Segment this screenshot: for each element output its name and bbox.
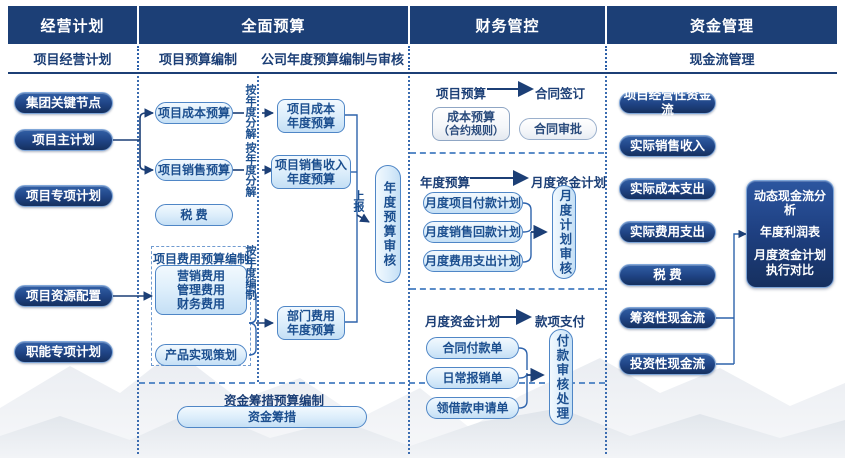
node-project-sales-income-annual-budget[interactable]: 项目销售收入 年度预算 (271, 155, 351, 189)
caption-expense-budget: 项目费用预算编制 (153, 252, 250, 266)
node-line-2: 年度预算 (286, 323, 335, 337)
node-project-sales-budget[interactable]: 项目销售预算 (155, 159, 233, 181)
node-line-1: 成本预算 (446, 110, 495, 125)
node-cost-budget-contract-rules[interactable]: 成本预算 （合约规则） (432, 107, 510, 141)
analysis-line-3: 月度资金计划 执行对比 (750, 248, 830, 279)
node-line-1: 项目成本 (286, 101, 335, 116)
node-daily-reimbursement-form[interactable]: 日常报销单 (426, 367, 519, 389)
subheader-label-2b: 公司年度预算编制与审核 (260, 51, 404, 67)
node-department-expense-annual-budget[interactable]: 部门费用 年度预算 (277, 306, 345, 340)
subheader-divider (605, 46, 607, 70)
node-project-cost-annual-budget[interactable]: 项目成本 年度预算 (277, 99, 345, 133)
subheader-label-2a: 项目预算编制 (158, 51, 237, 67)
node-loan-application-form[interactable]: 领借款申请单 (426, 397, 519, 419)
header-band: 经营计划 全面预算 财务管控 资金管理 (8, 6, 837, 44)
node-monthly-expense-payment-plan[interactable]: 月度费用支出计划 (423, 250, 523, 272)
node-project-cost-budget[interactable]: 项目成本预算 (155, 102, 233, 124)
header-title-1: 经营计划 (40, 17, 105, 35)
column-divider-inner (257, 76, 259, 382)
node-financing-cashflow[interactable]: 筹资性现金流 (619, 307, 716, 329)
subheader-divider (408, 46, 410, 70)
node-payment-review-process[interactable]: 付款审核处理 (549, 329, 573, 425)
label-monthly-fund-plan: 月度资金计划 (531, 176, 607, 190)
node-monthly-plan-review[interactable]: 月度计划审核 (552, 185, 576, 279)
node-project-master-plan[interactable]: 项目主计划 (14, 129, 113, 151)
node-contract-payment-form[interactable]: 合同付款单 (426, 337, 519, 359)
subheader-label-4: 现金流管理 (689, 51, 755, 67)
node-line-2: 年度预算 (286, 172, 335, 186)
node-dynamic-cashflow-analysis[interactable]: 动态现金流分析 年度利润表 月度资金计划 执行对比 (746, 180, 834, 288)
label-annual-budget: 年度预算 (420, 176, 471, 190)
section-divider-funding (139, 382, 605, 384)
analysis-line-2: 年度利润表 (759, 225, 820, 240)
node-group-key-milestone[interactable]: 集团关键节点 (14, 92, 113, 114)
expense-item-management: 管理费用 (176, 282, 225, 297)
annotation-yearly-split-1: 按年度分解 (244, 84, 256, 139)
column-divider-1 (137, 76, 139, 454)
annotation-submit-upward: 上报 (352, 190, 364, 212)
header-title-2: 全面预算 (241, 17, 306, 35)
node-tax-fee[interactable]: 税 费 (155, 204, 233, 226)
header-bottom-rule (8, 72, 837, 74)
node-actual-sales-income[interactable]: 实际销售收入 (619, 135, 716, 157)
node-actual-cost-expenditure[interactable]: 实际成本支出 (619, 178, 716, 200)
node-funding-raise[interactable]: 资金筹措 (177, 406, 367, 428)
node-project-special-plan[interactable]: 项目专项计划 (14, 185, 113, 207)
node-line-2: 年度预算 (286, 116, 335, 130)
node-monthly-project-payment-plan[interactable]: 月度项目付款计划 (423, 192, 523, 214)
node-line-1: 部门费用 (286, 308, 335, 323)
label-monthly-fund-plan-2: 月度资金计划 (425, 315, 501, 329)
node-project-operating-cashflow[interactable]: 项目经营性资金流 (619, 88, 716, 117)
mountain-watermark (0, 350, 845, 458)
annotation-yearly-prepare: 按年度编制 (244, 245, 256, 300)
node-function-special-plan[interactable]: 职能专项计划 (14, 341, 113, 363)
label-payment-disbursement: 款项支付 (535, 315, 586, 329)
expense-item-finance: 财务费用 (176, 297, 225, 312)
node-annual-budget-review[interactable]: 年度预算审核 (375, 165, 401, 283)
node-product-realization-plan[interactable]: 产品实现策划 (155, 344, 247, 366)
expense-items-box[interactable]: 营销费用 管理费用 财务费用 (155, 265, 247, 315)
node-investing-cashflow[interactable]: 投资性现金流 (619, 353, 716, 375)
header-title-4: 资金管理 (689, 17, 754, 35)
node-line-1: 项目销售收入 (274, 157, 347, 172)
header-divider (605, 6, 607, 44)
header-divider (137, 6, 139, 44)
node-line-2: （合约规则） (438, 124, 504, 137)
analysis-line-3a: 月度资金计划 (753, 247, 826, 262)
analysis-line-3b: 执行对比 (765, 263, 814, 278)
header-divider (408, 6, 410, 44)
section-divider-col4-1 (410, 152, 604, 154)
section-divider-col4-2 (410, 288, 604, 290)
column-divider-2 (408, 76, 410, 454)
expense-item-marketing: 营销费用 (176, 268, 225, 283)
node-actual-expense-expenditure[interactable]: 实际费用支出 (619, 221, 716, 243)
header-title-3: 财务管控 (475, 17, 540, 35)
node-monthly-sales-collection-plan[interactable]: 月度销售回款计划 (423, 221, 523, 243)
annotation-yearly-split-2: 按年度分解 (244, 142, 256, 197)
subheader-label-3 (410, 44, 605, 72)
node-project-resource-allocation[interactable]: 项目资源配置 (14, 285, 113, 307)
subheader-band: 项目经营计划 项目预算编制 公司年度预算编制与审核 现金流管理 (8, 44, 837, 72)
analysis-line-1: 动态现金流分析 (753, 189, 826, 218)
column-divider-3 (605, 76, 607, 454)
node-contract-approval[interactable]: 合同审批 (519, 118, 597, 140)
label-project-budget: 项目预算 (436, 87, 487, 101)
subheader-divider (137, 46, 139, 70)
label-contract-signing: 合同签订 (535, 87, 586, 101)
node-tax-fee-2[interactable]: 税 费 (619, 264, 716, 286)
subheader-label-1: 项目经营计划 (33, 51, 112, 67)
